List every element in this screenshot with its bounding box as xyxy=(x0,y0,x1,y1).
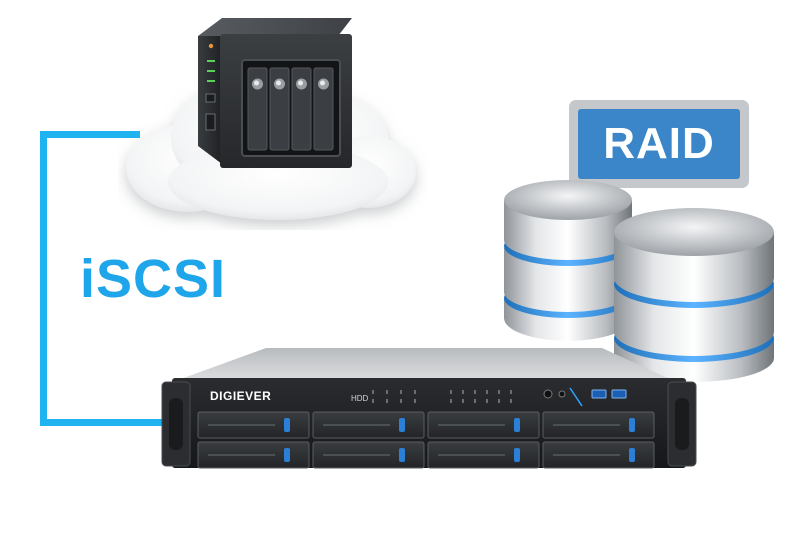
raid-badge: RAID xyxy=(569,100,749,188)
rack-hdd-label: HDD xyxy=(351,394,369,403)
database-icon xyxy=(504,180,774,382)
connector-top-segment xyxy=(40,131,140,138)
database-stack-back xyxy=(504,180,632,341)
rack-brand-label: DIGIEVER xyxy=(210,389,271,403)
connector-vertical-segment xyxy=(40,131,47,426)
raid-badge-label: RAID xyxy=(578,109,740,179)
drive-bays xyxy=(197,411,655,469)
iscsi-label: iSCSI xyxy=(80,249,227,309)
database-stack-front xyxy=(614,208,774,382)
rack-server-icon: DIGIEVER HDD xyxy=(161,348,697,469)
connector-bottom-segment xyxy=(40,419,170,426)
nas-device-icon xyxy=(198,18,352,168)
